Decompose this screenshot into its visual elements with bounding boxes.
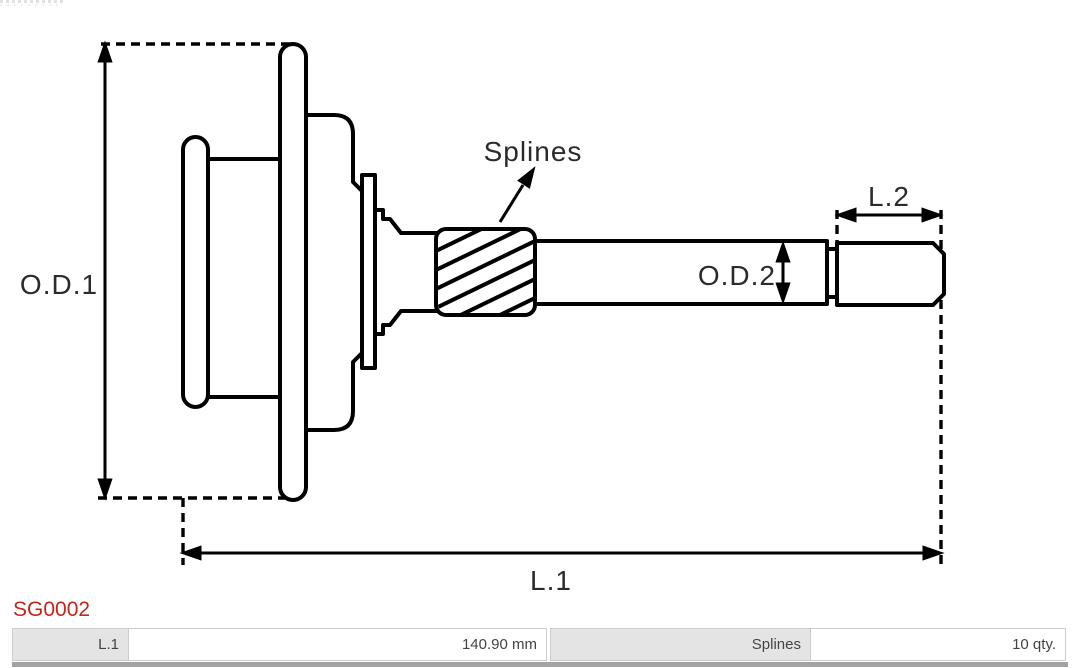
l1-arrow-right xyxy=(922,545,945,561)
l2-label: L.2 xyxy=(868,181,910,212)
spec-label-l1: L.1 xyxy=(13,629,129,660)
cropped-logo-artifact xyxy=(0,0,66,7)
l2-arrow-left xyxy=(834,207,857,223)
shaft-end-pilot xyxy=(835,241,946,307)
l2-arrow-right xyxy=(921,207,944,223)
splines-leader-arrow xyxy=(517,166,536,189)
od2-arrow-down xyxy=(775,282,791,305)
front-ring xyxy=(181,135,210,409)
product-code-link[interactable]: SG0002 xyxy=(13,598,91,621)
l1-arrow-left xyxy=(179,545,202,561)
spline-hatching xyxy=(438,231,533,313)
housing-right-bottom xyxy=(304,351,364,432)
starter-gear-technical-drawing: O.D.1 Splines O.D.2 L.2 L.1 xyxy=(20,40,946,596)
part-outline xyxy=(181,42,946,502)
splines-leader-line xyxy=(498,184,525,223)
dimension-labels: O.D.1 Splines O.D.2 L.2 L.1 xyxy=(20,136,910,596)
spec-table-row: L.1 140.90 mm Splines 10 qty. xyxy=(12,628,1066,661)
washer-disc xyxy=(360,173,377,370)
spec-table-l1: L.1 140.90 mm xyxy=(12,628,547,661)
step-top xyxy=(373,208,442,235)
od2-arrow-up xyxy=(775,240,791,263)
spec-table-splines: Splines 10 qty. xyxy=(550,628,1066,661)
od1-label: O.D.1 xyxy=(20,269,98,300)
spec-value-splines: 10 qty. xyxy=(811,629,1065,660)
od2-label: O.D.2 xyxy=(698,260,776,291)
l1-label: L.1 xyxy=(530,565,572,596)
flange-disc xyxy=(278,42,308,502)
od1-arrow-down xyxy=(97,478,113,501)
od1-arrow-up xyxy=(97,40,113,63)
spec-label-splines: Splines xyxy=(551,629,811,660)
spline-section xyxy=(434,227,537,317)
next-row-divider xyxy=(12,662,1068,667)
spec-value-l1: 140.90 mm xyxy=(129,629,546,660)
splines-label: Splines xyxy=(484,136,583,167)
step-bottom xyxy=(373,309,442,336)
housing-right-top xyxy=(304,113,364,193)
dimension-lines xyxy=(97,40,945,561)
